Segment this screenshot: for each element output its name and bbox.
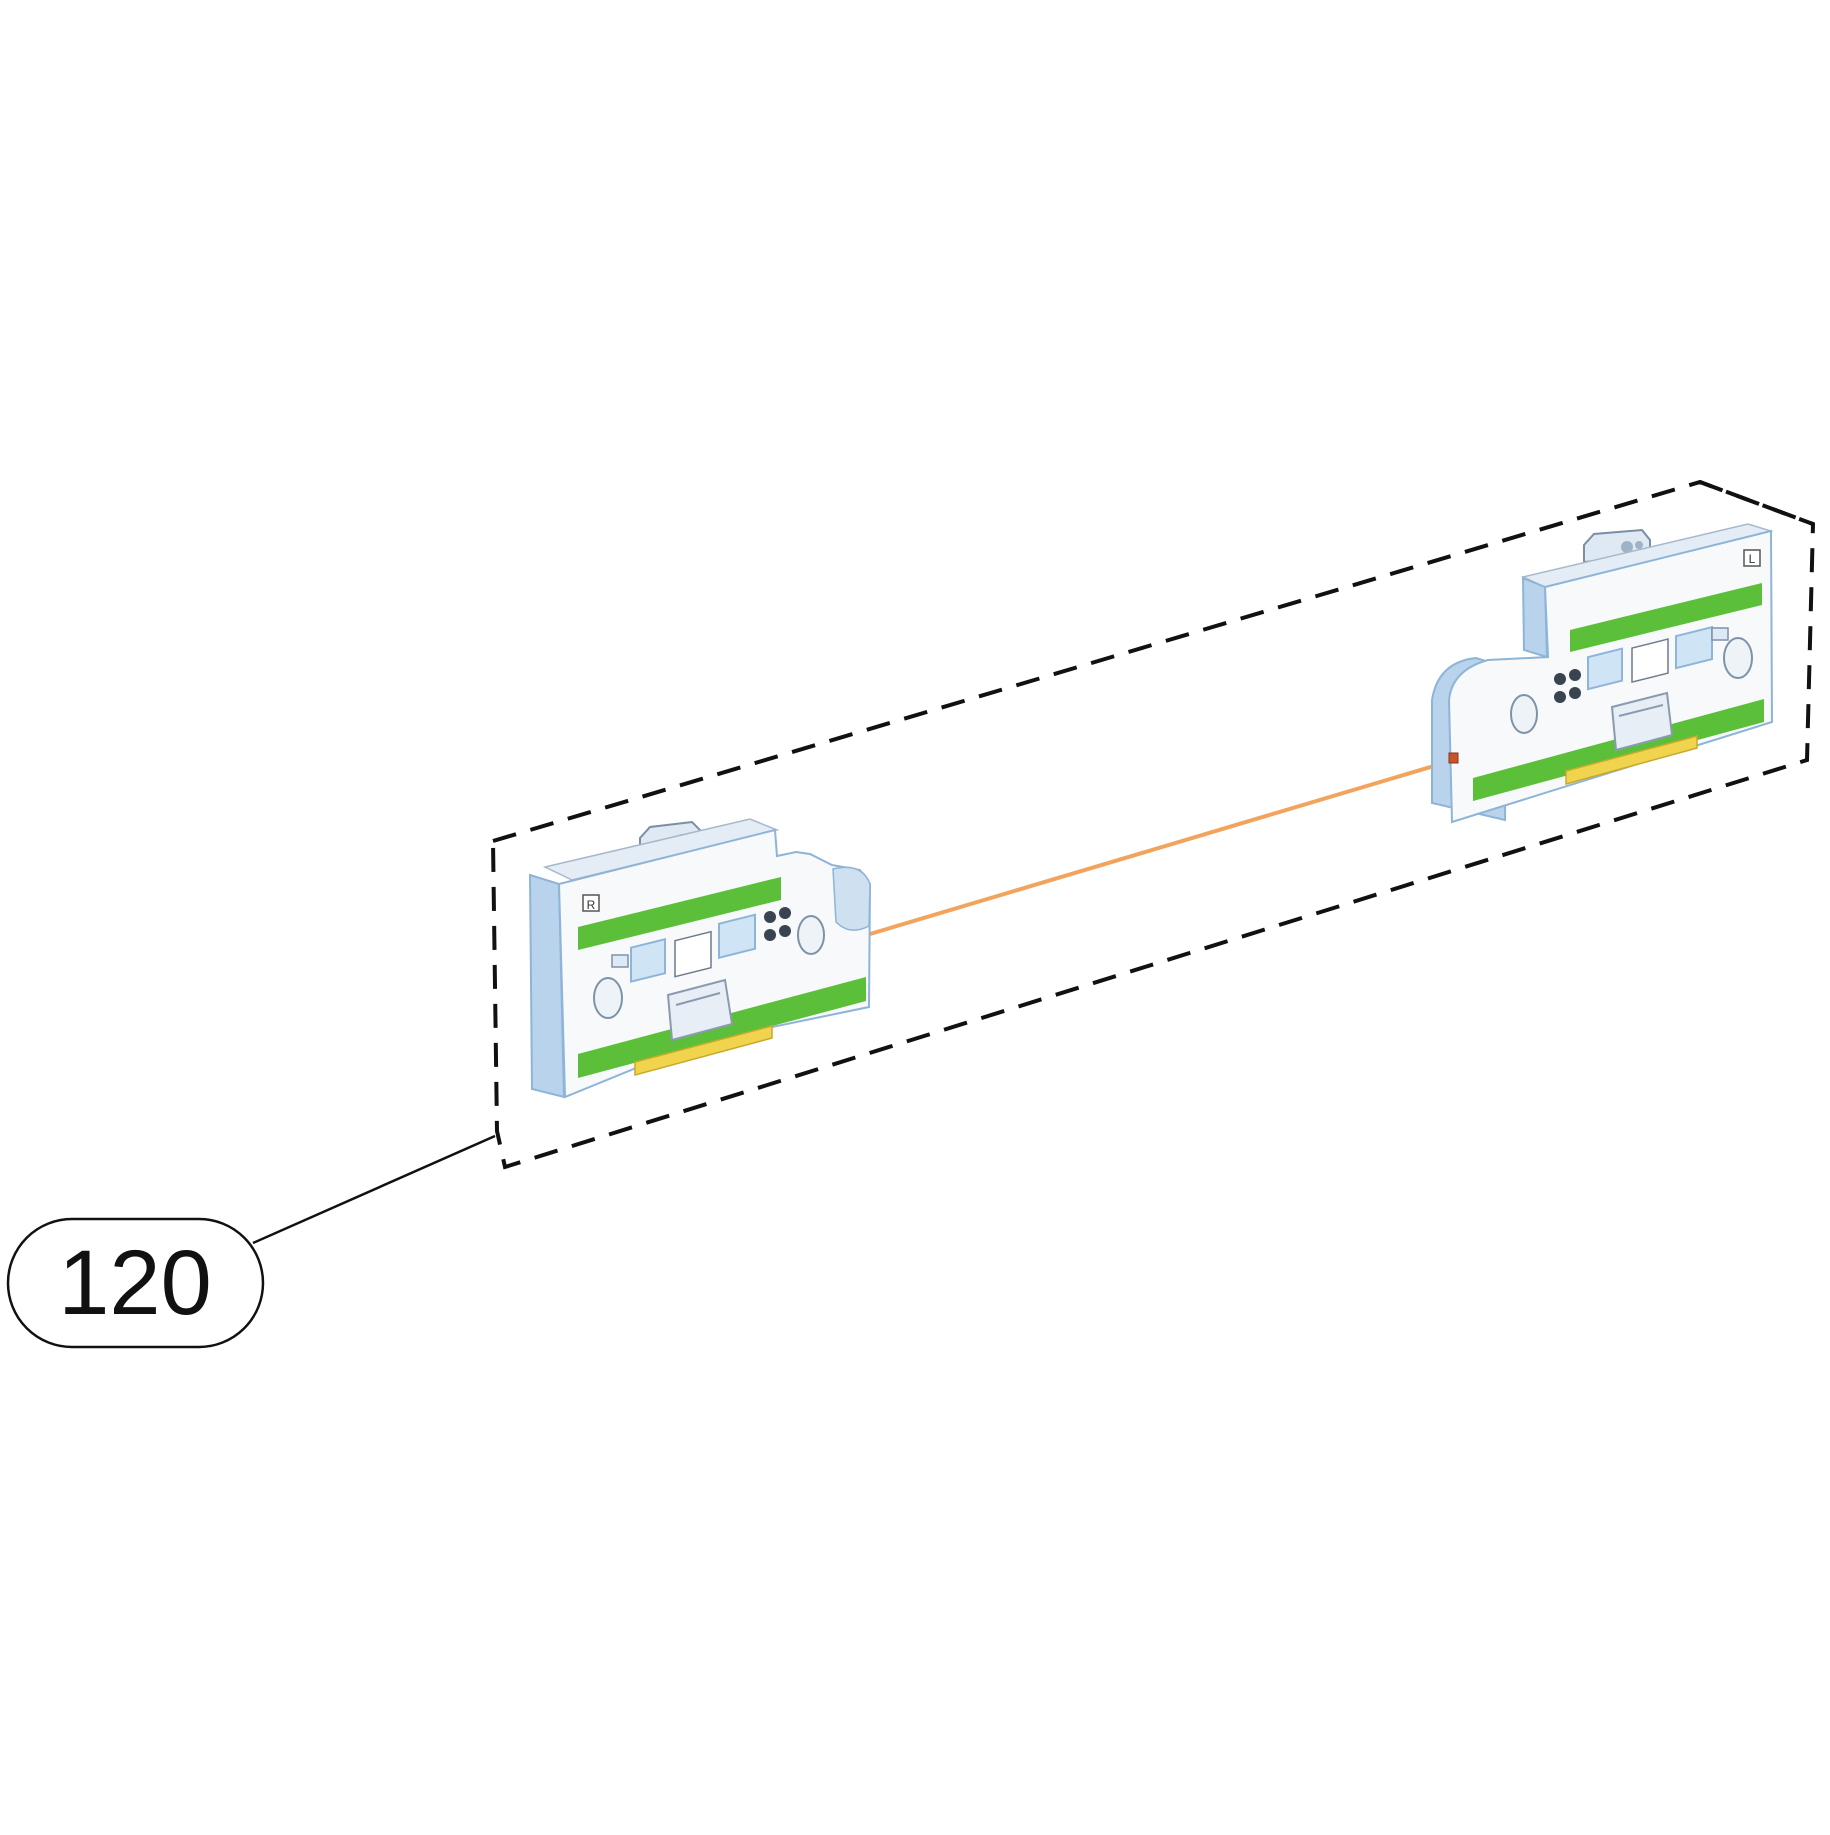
housing-side-upper — [1521, 576, 1549, 659]
marker-label-right: R — [587, 898, 596, 912]
module-right: R — [528, 818, 872, 1099]
callout-label: 120 — [58, 1232, 212, 1334]
callout-bubble: 120 — [6, 1217, 265, 1349]
status-leds — [764, 907, 791, 941]
yellow-rail — [1565, 735, 1698, 785]
group-boundary — [490, 479, 1816, 1170]
mounting-hole-right — [797, 915, 825, 955]
sensor-window-1 — [1587, 647, 1623, 691]
callout-outline — [6, 1217, 265, 1349]
sensor-window-2 — [718, 913, 756, 959]
beam-emitter — [1448, 752, 1459, 764]
indicator-tab — [1711, 627, 1729, 641]
green-strip-upper — [578, 877, 781, 950]
sensor-window-1 — [630, 937, 666, 983]
marker-label-left: L — [1749, 552, 1756, 566]
housing-top-ledge — [542, 818, 780, 881]
mounting-hole-right — [1723, 637, 1753, 679]
side-marker-left: L — [1743, 549, 1761, 567]
housing-boss — [832, 866, 871, 931]
leader-line — [252, 1134, 496, 1245]
status-leds — [1554, 669, 1581, 703]
side-marker-right: R — [582, 894, 600, 912]
module-left: L — [1431, 523, 1774, 824]
sensor-window-2 — [1675, 625, 1713, 670]
mounting-hole-left — [593, 977, 623, 1019]
yellow-rail — [634, 1025, 773, 1076]
boundary-top — [1699, 480, 1814, 526]
indicator-tab — [611, 954, 629, 968]
green-strip-upper — [1570, 583, 1762, 652]
label-panel — [674, 930, 712, 978]
label-panel — [1631, 638, 1669, 684]
light-beam — [868, 758, 1456, 936]
mounting-hole-left — [1510, 694, 1538, 734]
